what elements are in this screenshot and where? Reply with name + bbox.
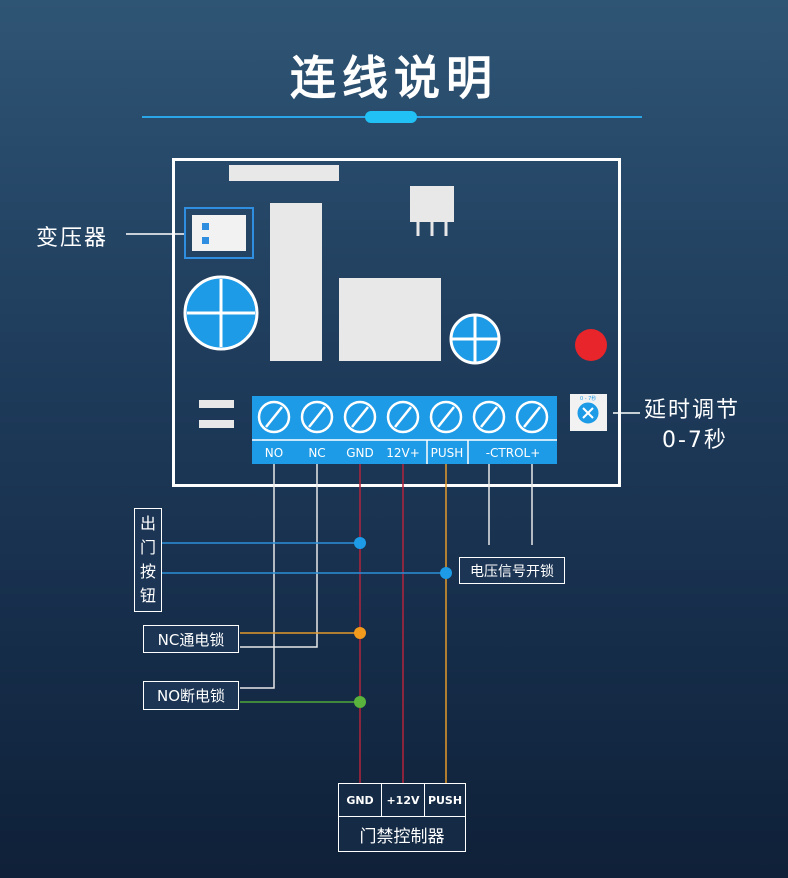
transformer-pin [202, 223, 209, 230]
board-header-strip [229, 165, 339, 181]
junction-dot [354, 696, 366, 708]
controller-terminal-push: PUSH [427, 793, 463, 807]
transformer-label: 变压器 [36, 226, 109, 251]
terminal-label-ctrol: -CTROL+ [485, 446, 541, 460]
relay-coil [339, 278, 441, 361]
transformer-pin [202, 237, 209, 244]
no-lock-box: NO断电锁 [143, 681, 239, 710]
exit-button-box: 出 门 按 钮 [134, 508, 162, 612]
controller-terminal-gnd: GND [339, 784, 382, 816]
delay-label: 延时调节 [644, 398, 741, 423]
access-controller-box: GND +12V PUSH 门禁控制器 [338, 783, 466, 852]
terminal-label-push: PUSH [430, 446, 464, 460]
nc-lock-box: NC通电锁 [143, 625, 239, 653]
exit-button-char: 钮 [139, 586, 156, 605]
exit-button-char: 按 [139, 562, 156, 581]
wire-no [240, 464, 275, 689]
terminal-block [252, 396, 557, 464]
controller-label: 门禁控制器 [359, 826, 445, 847]
terminal-label-nc: NC [308, 446, 326, 460]
terminal-label-12v: 12V+ [386, 446, 420, 460]
wire-nc [240, 464, 318, 648]
junction-dot [354, 537, 366, 549]
marker-bar [199, 400, 234, 408]
terminal-label-no: NO [264, 446, 284, 460]
page-title: 连线说明 [290, 51, 498, 105]
transformer-connector-frame [184, 207, 254, 259]
relay-board-outline [172, 158, 621, 487]
pot-tiny-label: 0 - 7秒 [580, 396, 597, 402]
marker-bar [199, 420, 234, 428]
exit-button-char: 出 [139, 514, 156, 533]
red-led [575, 329, 607, 361]
controller-terminal-12v: +12V [382, 784, 425, 816]
terminal-screws [257, 400, 549, 434]
exit-button-char: 门 [139, 538, 156, 557]
transformer-connector [192, 215, 246, 251]
title-accent-pill [365, 111, 417, 123]
relay-block [270, 203, 322, 361]
junction-dot [354, 627, 366, 639]
delay-range-label: 0-7秒 [662, 428, 728, 453]
terminal-label-gnd: GND [346, 446, 374, 460]
voltage-regulator-body [410, 186, 454, 222]
voltage-lock-box: 电压信号开锁 [459, 557, 565, 584]
junction-dot [440, 567, 452, 579]
